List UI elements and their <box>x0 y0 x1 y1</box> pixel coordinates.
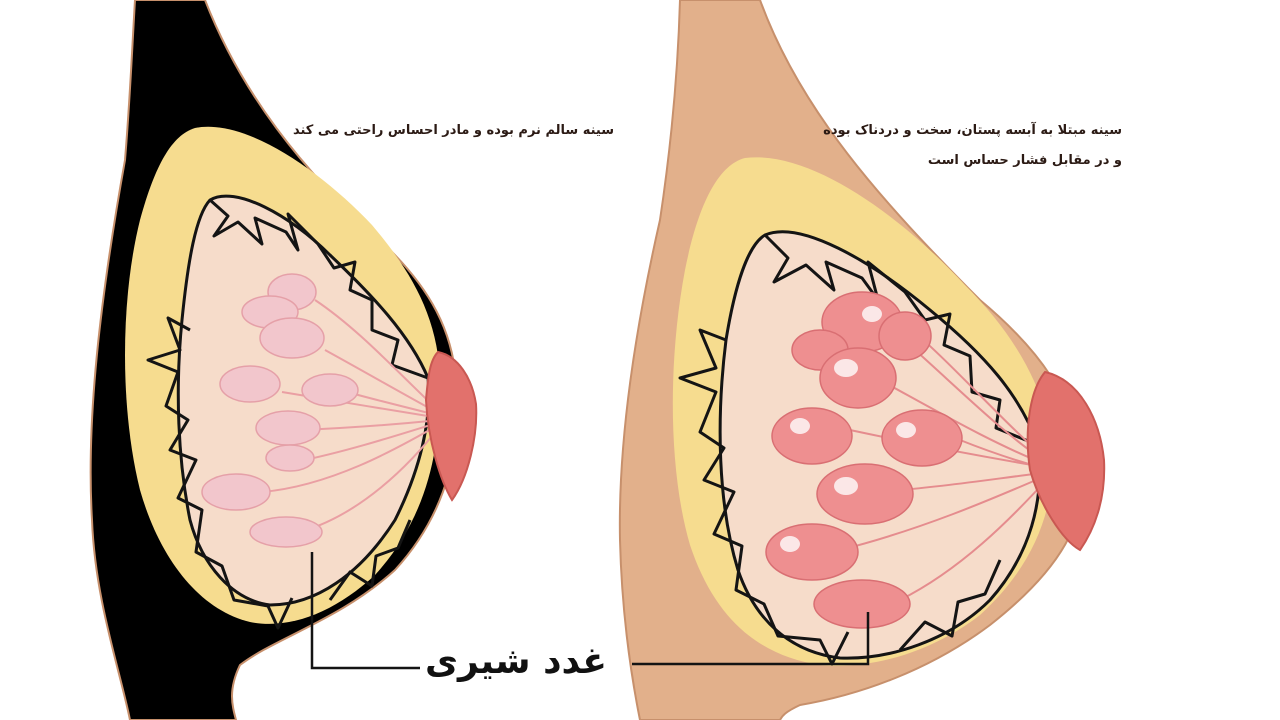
milk-gland-lobule <box>819 347 897 409</box>
engorged-breast-caption: سینه مبتلا به آبسه پستان، سخت و دردناک ب… <box>700 116 1122 176</box>
healthy-breast <box>89 0 478 720</box>
milk-gland-lobule <box>816 463 914 525</box>
milk-gland-lobule <box>265 444 315 472</box>
healthy-breast-outline <box>176 194 431 607</box>
healthy-breast-caption: سینه سالم نرم بوده و مادر احساس راحتی می… <box>200 116 614 146</box>
engorged-breast <box>618 0 1106 720</box>
milk-gland-lobule <box>813 579 911 629</box>
engorged-caption-line-2: و در مقابل فشار حساس است <box>927 153 1122 168</box>
milk-glands-label: غدد شیری <box>425 641 607 682</box>
healthy-caption-line: سینه سالم نرم بوده و مادر احساس راحتی می… <box>292 123 614 138</box>
engorged-gland-highlights <box>780 306 916 552</box>
milk-gland-callout-lines <box>310 552 870 670</box>
engorged-caption-line-1: سینه مبتلا به آبسه پستان، سخت و دردناک ب… <box>823 123 1122 138</box>
milk-gland-lobule <box>255 410 321 446</box>
milk-gland-lobule <box>201 473 271 511</box>
milk-gland-lobule <box>881 409 963 467</box>
engorged-nipple <box>1026 370 1106 552</box>
milk-gland-lobule <box>301 373 359 407</box>
milk-gland-lobule <box>249 516 323 548</box>
healthy-milk-glands <box>201 273 359 548</box>
engorged-breast-outline <box>718 230 1042 660</box>
milk-gland-lobule <box>765 523 859 581</box>
healthy-nipple <box>424 350 478 502</box>
milk-gland-lobule <box>771 407 853 465</box>
milk-gland-lobule <box>878 311 932 361</box>
milk-gland-lobule <box>219 365 281 403</box>
milk-gland-lobule <box>259 317 325 359</box>
